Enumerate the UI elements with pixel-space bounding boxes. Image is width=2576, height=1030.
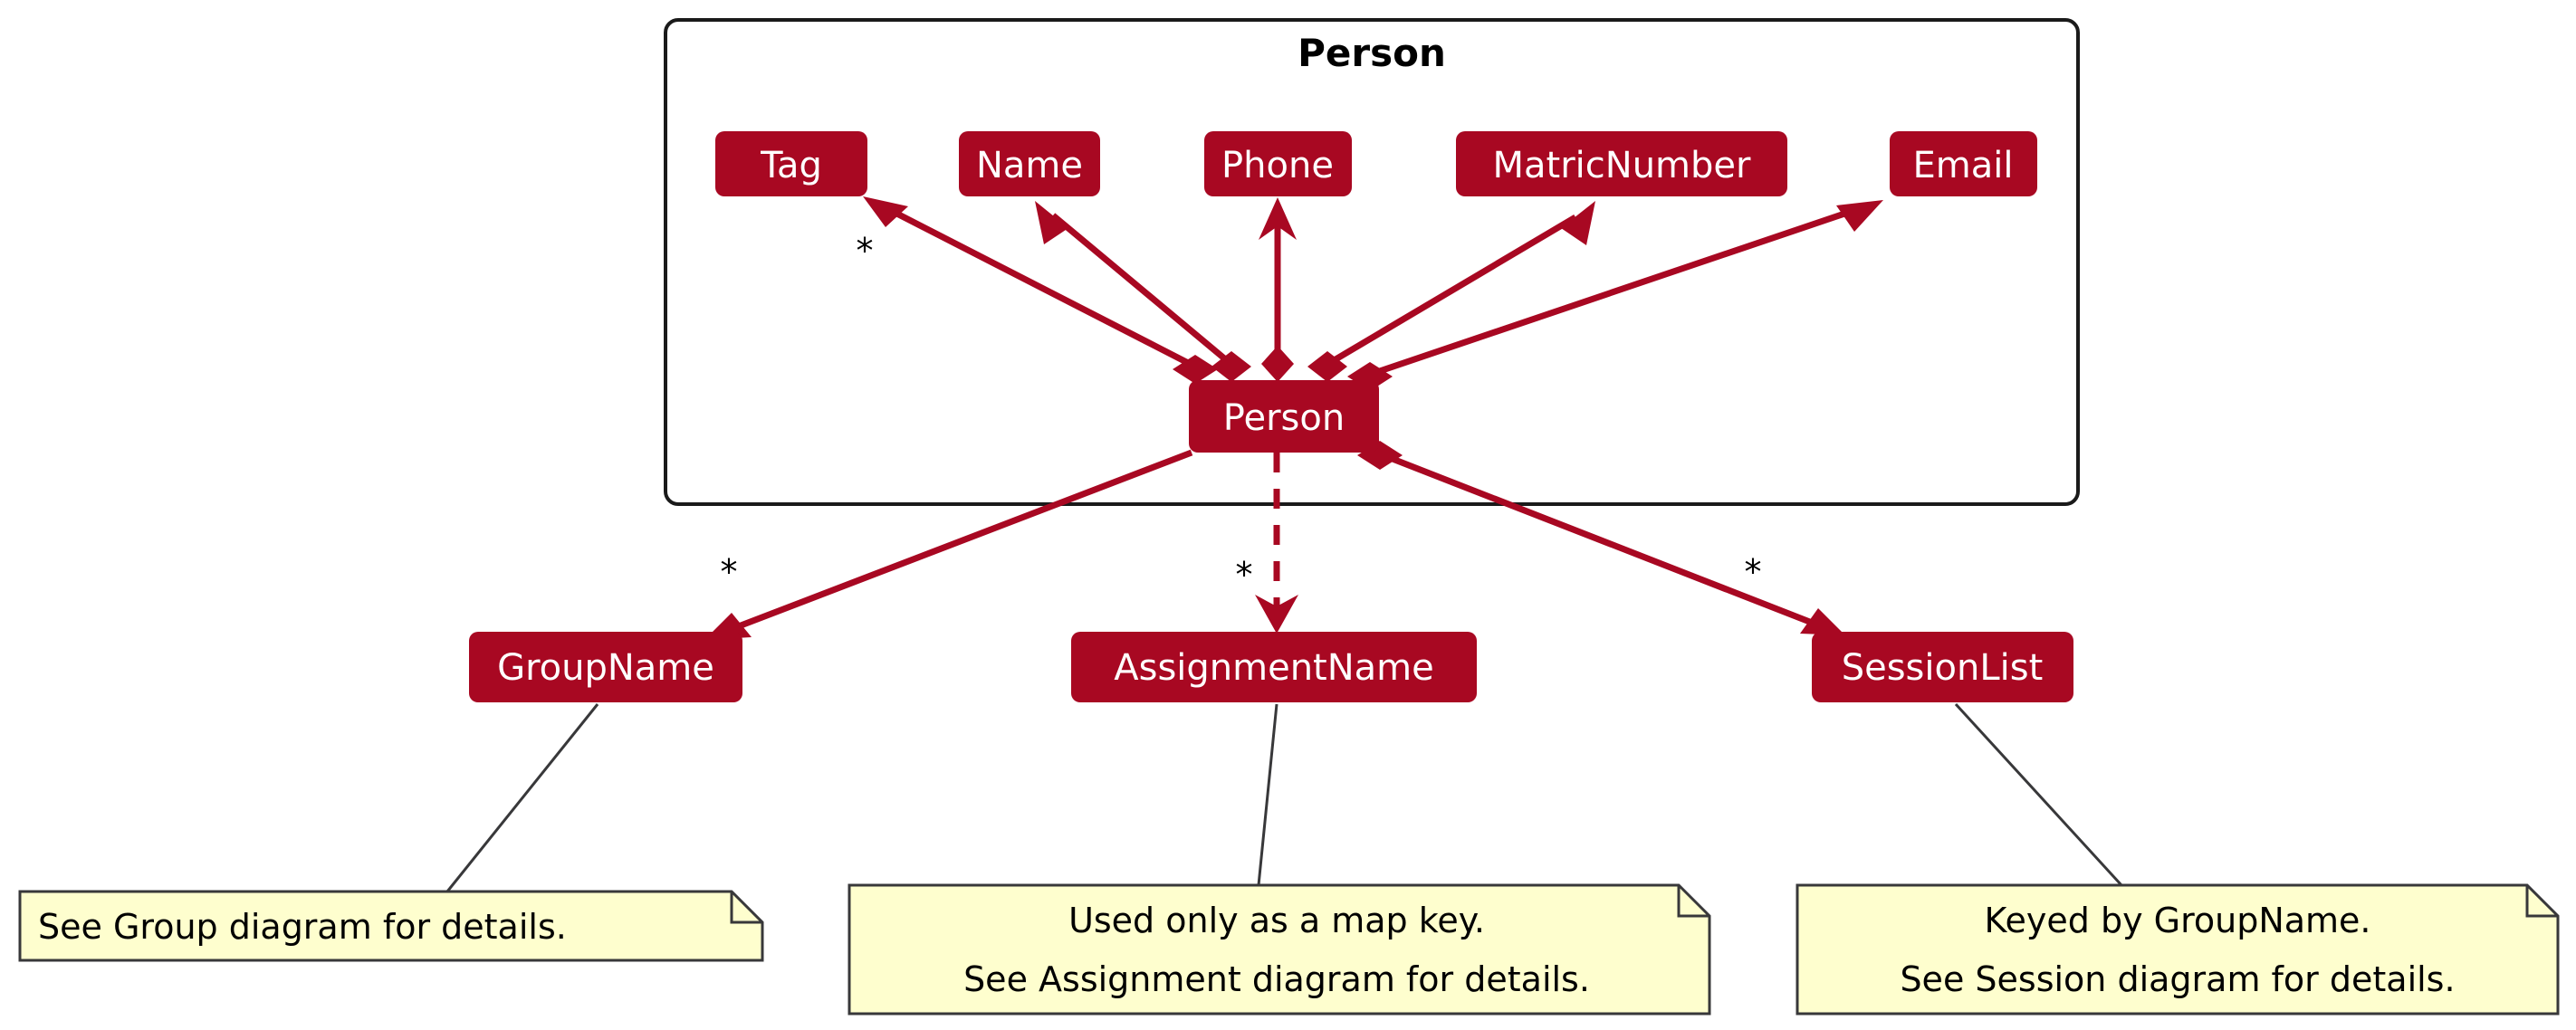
note-fold-icon xyxy=(2525,885,2558,918)
class-box-assignmentname[interactable]: AssignmentName xyxy=(1071,632,1477,702)
relation-person-tag xyxy=(863,196,1218,384)
package-title: Person xyxy=(1298,31,1446,75)
relation-line xyxy=(723,449,1193,635)
arrowhead-open xyxy=(1561,201,1595,245)
relation-line xyxy=(1367,205,1863,378)
class-rect[interactable] xyxy=(715,131,867,196)
multiplicity-label-assignmentname: * xyxy=(1236,555,1253,595)
note-line: Keyed by GroupName. xyxy=(1984,901,2370,940)
relation-line xyxy=(1374,449,1825,631)
class-label: GroupName xyxy=(497,647,714,689)
class-rect[interactable] xyxy=(1071,632,1477,702)
multiplicity-label-groupname: * xyxy=(721,552,738,592)
class-label: Phone xyxy=(1221,145,1334,186)
note-group[interactable]: See Group diagram for details. xyxy=(18,890,764,962)
relation-line xyxy=(1329,214,1577,366)
note-line: Used only as a map key. xyxy=(1068,901,1485,940)
note-body[interactable] xyxy=(847,883,1711,1016)
class-box-matricnumber[interactable]: MatricNumber xyxy=(1456,131,1787,196)
class-label: SessionList xyxy=(1842,647,2044,689)
class-box-groupname[interactable]: GroupName xyxy=(469,632,742,702)
note-line: See Session diagram for details. xyxy=(1900,959,2455,999)
class-rect[interactable] xyxy=(1189,380,1379,453)
arrowhead-open xyxy=(1035,201,1068,244)
arrowhead-open xyxy=(1259,197,1297,240)
multiplicity-label-tag: * xyxy=(857,231,874,271)
note-fold-icon xyxy=(1677,885,1709,918)
class-rect[interactable] xyxy=(1890,131,2037,196)
note-body[interactable] xyxy=(1796,883,2560,1016)
note-anchor-sessionlist xyxy=(1954,702,2123,887)
class-rect[interactable] xyxy=(959,131,1100,196)
composition-diamond xyxy=(1261,346,1294,382)
relation-person-phone xyxy=(1259,197,1297,382)
multiplicity-label-sessionlist: * xyxy=(1745,552,1762,592)
note-session[interactable]: Keyed by GroupName. See Session diagram … xyxy=(1796,883,2560,1016)
multiplicity-layer: * * * * xyxy=(721,231,1762,595)
relation-person-matricnumber xyxy=(1307,201,1595,382)
note-anchor-lines xyxy=(445,702,2123,892)
class-label: Person xyxy=(1223,397,1345,439)
class-label: AssignmentName xyxy=(1114,647,1434,689)
note-line: See Group diagram for details. xyxy=(38,907,567,947)
composition-diamond xyxy=(1211,351,1251,382)
class-box-person[interactable]: Person xyxy=(1189,380,1379,453)
note-body[interactable] xyxy=(18,890,764,962)
relation-person-name xyxy=(1035,201,1251,382)
note-line: See Assignment diagram for details. xyxy=(963,959,1590,999)
note-fold-icon xyxy=(730,892,762,924)
relation-person-assignmentname xyxy=(1255,453,1298,634)
note-anchor-groupname xyxy=(445,703,599,892)
class-label: Name xyxy=(976,145,1083,186)
relation-line xyxy=(1050,213,1231,365)
composition-diamond xyxy=(1173,355,1218,384)
class-box-sessionlist[interactable]: SessionList xyxy=(1812,632,2073,702)
notes-layer: See Group diagram for details. Used only… xyxy=(18,883,2560,1016)
class-box-name[interactable]: Name xyxy=(959,131,1100,196)
class-rect[interactable] xyxy=(469,632,742,702)
class-label: Tag xyxy=(760,145,822,186)
arrowhead-open xyxy=(1800,608,1845,635)
arrowhead-open xyxy=(863,196,908,227)
class-boxes-layer: Tag Name Phone MatricNumber Email Person xyxy=(469,131,2073,702)
class-rect[interactable] xyxy=(1812,632,2073,702)
class-box-email[interactable]: Email xyxy=(1890,131,2037,196)
relation-line xyxy=(881,203,1197,370)
relations-layer xyxy=(704,196,1883,640)
note-assignment[interactable]: Used only as a map key. See Assignment d… xyxy=(847,883,1711,1016)
note-anchor-assignmentname xyxy=(1257,703,1278,886)
class-box-phone[interactable]: Phone xyxy=(1204,131,1352,196)
class-rect[interactable] xyxy=(1456,131,1787,196)
class-label: Email xyxy=(1913,145,2014,186)
composition-diamond xyxy=(1307,351,1347,382)
class-box-tag[interactable]: Tag xyxy=(715,131,867,196)
arrowhead-open xyxy=(1836,200,1883,232)
class-label: MatricNumber xyxy=(1493,145,1751,186)
arrowhead-open xyxy=(1255,595,1298,634)
class-rect[interactable] xyxy=(1204,131,1352,196)
